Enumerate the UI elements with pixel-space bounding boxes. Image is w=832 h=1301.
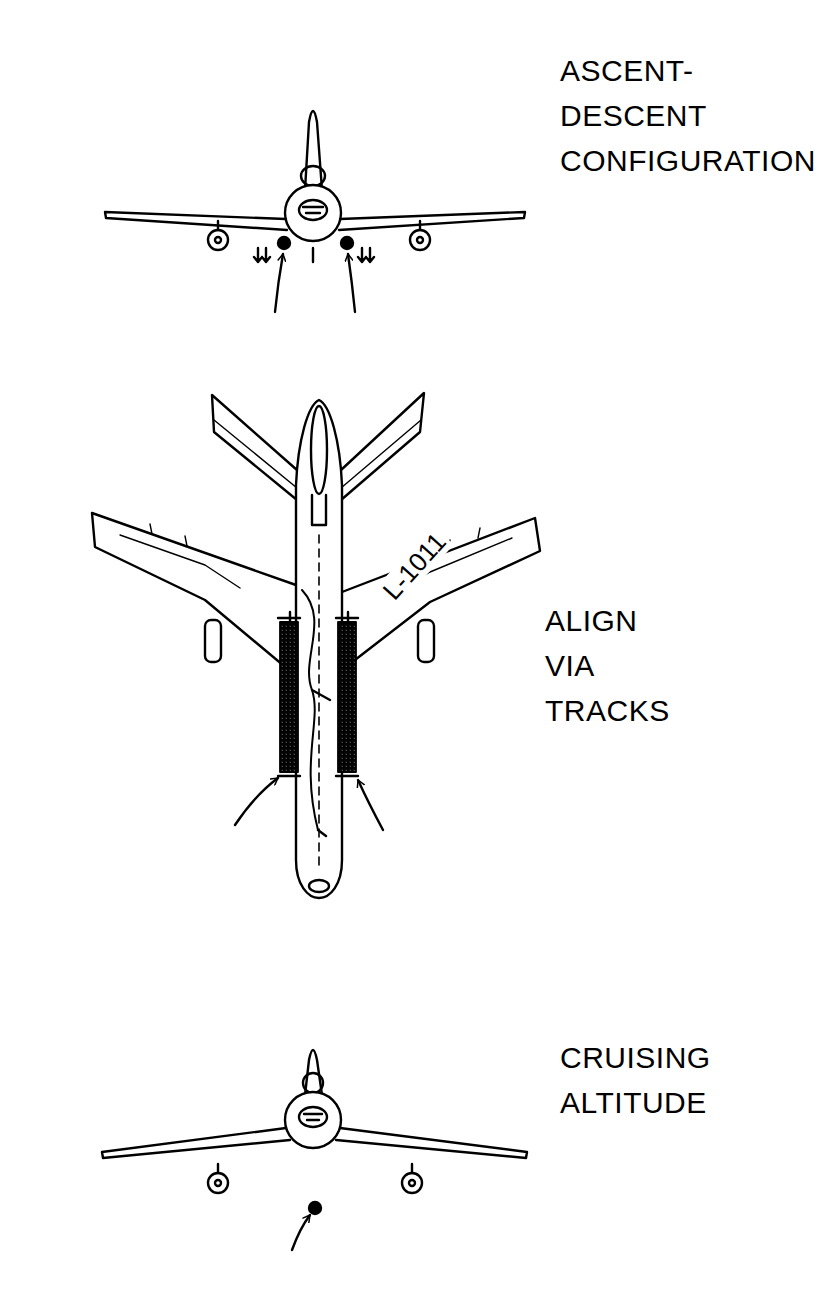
front-view-ascent-stroke	[299, 200, 327, 220]
front-view-ascent-stroke	[275, 254, 283, 312]
top-view-tracks-stroke	[92, 513, 296, 676]
front-view-cruise-stroke	[303, 1073, 323, 1093]
top-view-tracks-stroke	[312, 690, 330, 836]
front-view-ascent-stroke	[285, 185, 341, 241]
front-view-cruise-stroke	[309, 1202, 321, 1214]
front-view-ascent-stroke	[301, 166, 325, 186]
front-view-cruise-stroke	[215, 1180, 221, 1186]
front-view-ascent-stroke	[105, 212, 287, 230]
front-view-ascent-stroke	[303, 207, 323, 213]
top-view-tracks-stroke	[309, 880, 329, 892]
top-view-tracks-stroke	[296, 400, 342, 898]
top-view-tracks-stroke	[235, 778, 278, 825]
view-caption: CRUISING ALTITUDE	[560, 1035, 711, 1125]
front-view-ascent-stroke	[254, 248, 270, 262]
top-view-tracks-stroke	[342, 518, 540, 670]
front-view-cruise-stroke	[304, 1114, 322, 1120]
view-caption: ASCENT- DESCENT CONFIGURATION	[560, 48, 816, 183]
front-view-cruise-stroke	[299, 1107, 327, 1127]
front-view-cruise-stroke	[102, 1128, 290, 1158]
front-view-ascent-stroke	[312, 248, 314, 262]
front-view-ascent-stroke	[208, 230, 228, 250]
top-view-tracks	[92, 393, 540, 898]
front-view-ascent-stroke	[218, 221, 420, 230]
aircraft-type-label: L-1011	[375, 525, 453, 607]
front-view-cruise-stroke	[409, 1180, 415, 1186]
top-view-tracks-stroke	[358, 780, 383, 830]
front-view-cruise-stroke	[285, 1092, 341, 1148]
front-view-cruise-stroke	[336, 1128, 527, 1158]
front-view-cruise	[102, 1050, 527, 1250]
front-view-ascent-stroke	[278, 237, 290, 249]
front-view-ascent-stroke	[348, 254, 355, 312]
front-view-ascent	[105, 111, 525, 312]
top-view-tracks-stroke	[312, 495, 326, 525]
top-view-tracks-stroke	[212, 395, 297, 500]
front-view-ascent-stroke	[215, 237, 221, 243]
front-view-ascent-stroke	[358, 248, 374, 262]
top-view-tracks-stroke	[205, 620, 221, 662]
front-view-cruise-stroke	[292, 1215, 310, 1250]
top-view-tracks-stroke	[318, 535, 320, 870]
front-view-cruise-stroke	[208, 1173, 228, 1193]
top-view-tracks-stroke	[311, 406, 327, 494]
top-view-tracks-stroke	[302, 590, 318, 830]
top-view-tracks-stroke	[341, 393, 424, 500]
front-view-ascent-stroke	[305, 111, 322, 190]
top-view-tracks-stroke	[290, 612, 348, 622]
top-view-tracks-stroke	[338, 622, 356, 772]
front-view-cruise-stroke	[402, 1173, 422, 1193]
front-view-cruise-stroke	[218, 1164, 412, 1173]
top-view-tracks-stroke	[280, 622, 298, 772]
front-view-ascent-stroke	[339, 212, 525, 230]
view-caption: ALIGN VIA TRACKS	[545, 598, 670, 733]
front-view-ascent-stroke	[341, 237, 353, 249]
top-view-tracks-stroke	[418, 620, 434, 662]
top-view-tracks-stroke	[278, 618, 358, 776]
front-view-ascent-stroke	[417, 237, 423, 243]
front-view-ascent-stroke	[410, 230, 430, 250]
